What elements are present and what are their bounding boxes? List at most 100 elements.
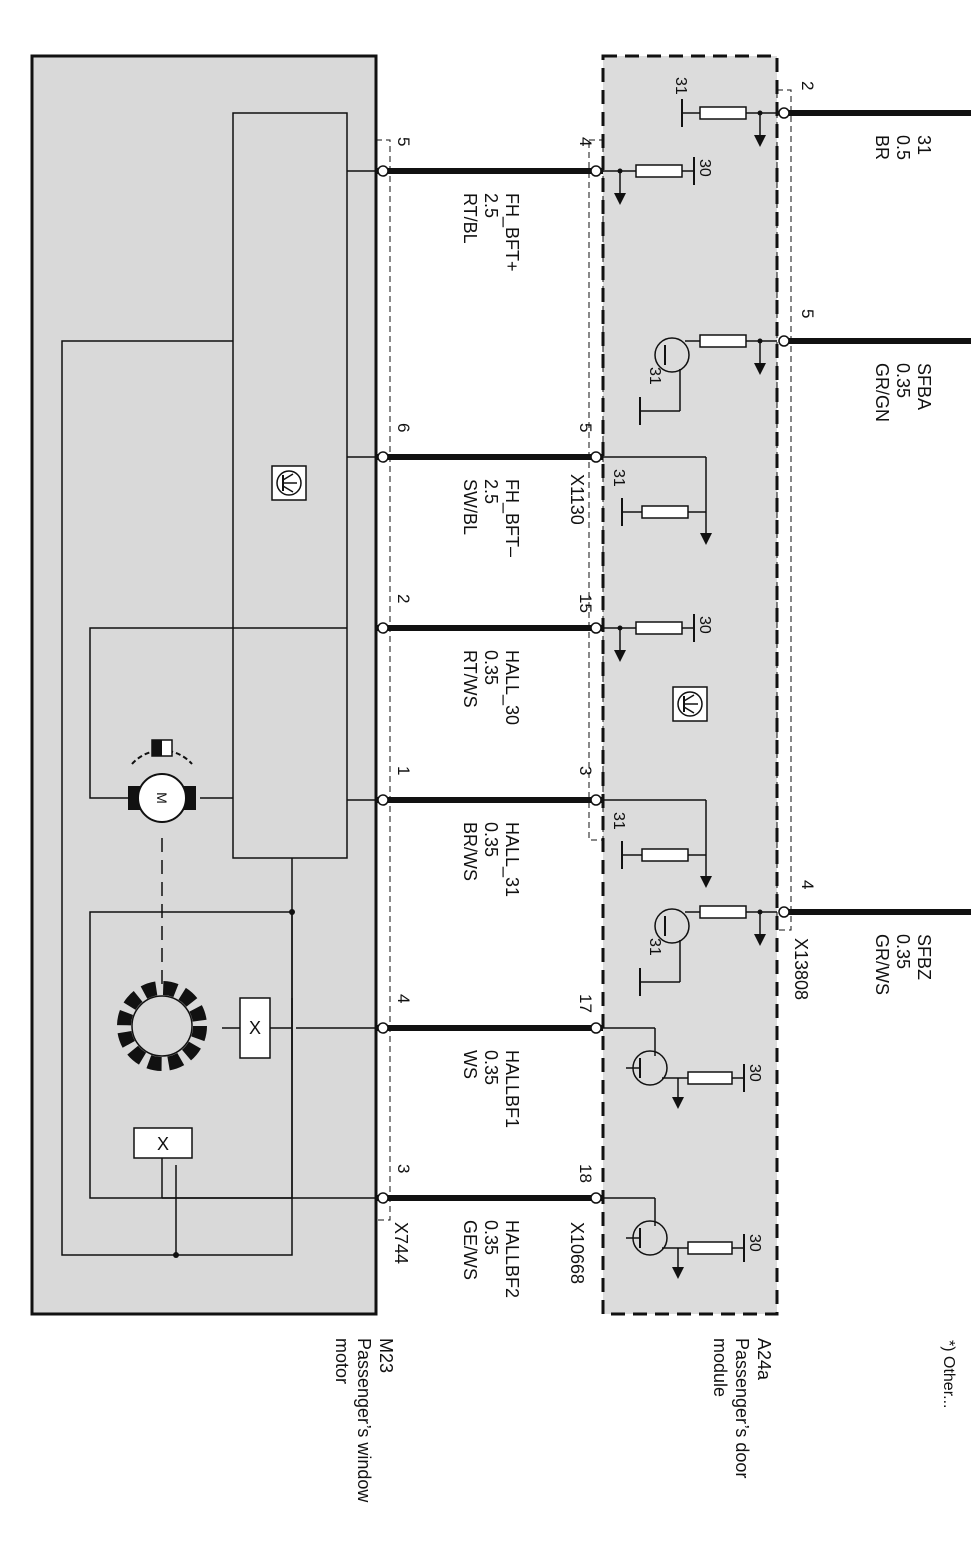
terminal-30-label: 30 — [746, 1064, 763, 1082]
motor-icon: M — [128, 739, 196, 823]
pin-motor-label: 4 — [394, 994, 413, 1003]
pin-socket-icon — [377, 451, 389, 463]
connector-x744 — [375, 139, 391, 1221]
gauge-label: 0.35 — [481, 1220, 501, 1255]
gauge-label: 0.35 — [893, 363, 913, 398]
color-code-label: SW/BL — [460, 479, 480, 535]
motor-name-line1: Passenger’s window — [354, 1338, 374, 1503]
gauge-label: 0.35 — [481, 822, 501, 857]
pin-socket-icon — [778, 335, 790, 347]
resistor-icon — [641, 848, 689, 862]
resistor-icon — [635, 621, 683, 635]
pin-socket-icon — [377, 1192, 389, 1204]
svg-text:X: X — [249, 1018, 261, 1038]
color-code-label: BR — [872, 135, 892, 160]
signal-label: SFBZ — [914, 934, 934, 980]
pin-socket-icon — [590, 622, 602, 634]
hall-sensor-icon: X X — [133, 997, 271, 1159]
signal-label: HALL_30 — [501, 650, 522, 725]
terminal-31-label: 31 — [610, 469, 627, 487]
color-code-label: RT/WS — [460, 650, 480, 708]
pin-socket-icon — [590, 165, 602, 177]
terminal-30-label: 30 — [696, 159, 713, 177]
pin-socket-icon — [590, 1022, 602, 1034]
pin-module-label: 3 — [576, 766, 595, 775]
pin-module-label: 15 — [576, 594, 595, 613]
pin-socket-icon — [590, 1192, 602, 1204]
connector-x1130 — [588, 139, 604, 841]
pin-socket-icon — [377, 622, 389, 634]
gauge-label: 0.35 — [893, 934, 913, 969]
motor-internal-wiring — [61, 170, 376, 1256]
terminal-30-label: 30 — [696, 616, 713, 634]
pin-label: 2 — [798, 81, 817, 90]
right-wires: 2310.5BR315SFBA0.35GR/GN314SFBZ0.35GR/WS… — [639, 77, 971, 996]
resistor-icon — [641, 505, 689, 519]
pin-motor-label: 2 — [394, 594, 413, 603]
pin-socket-icon — [590, 451, 602, 463]
connector-x1130-label: X1130 — [567, 474, 587, 525]
gauge-label: 2.5 — [481, 479, 501, 504]
signal-label: 31 — [914, 135, 934, 155]
color-code-label: WS — [460, 1050, 480, 1079]
signal-label: SFBA — [914, 363, 934, 410]
ecu-symbol-icon — [271, 465, 307, 501]
connector-x13808-label: X13808 — [791, 938, 811, 1000]
resistor-icon — [687, 1241, 733, 1255]
hall-ring-icon — [117, 981, 207, 1071]
gauge-label: 2.5 — [481, 193, 501, 218]
pin-module-label: 18 — [576, 1164, 595, 1183]
color-code-label: RT/BL — [460, 193, 480, 244]
pin-motor-label: 3 — [394, 1164, 413, 1173]
connector-x13808 — [776, 89, 792, 931]
door-module-label: A24a Passenger’s door module — [710, 1338, 774, 1478]
pin-socket-icon — [377, 165, 389, 177]
connector-x744-label: X744 — [391, 1222, 411, 1264]
svg-text:M: M — [154, 792, 170, 804]
motor-name-line2: motor — [332, 1338, 352, 1384]
module-name-line1: Passenger’s door — [732, 1338, 752, 1478]
pin-label: 4 — [798, 880, 817, 889]
terminal-31-label: 31 — [646, 367, 663, 385]
module-name-line2: module — [710, 1338, 730, 1397]
color-code-label: GR/WS — [872, 934, 892, 995]
transistor-icon — [654, 908, 690, 944]
pin-socket-icon — [778, 906, 790, 918]
resistor-icon — [699, 106, 747, 120]
transistor-icon — [654, 337, 690, 373]
resistor-icon — [699, 905, 747, 919]
gauge-label: 0.35 — [481, 650, 501, 685]
pin-motor-label: 5 — [394, 137, 413, 146]
signal-label: HALLBF2 — [502, 1220, 522, 1298]
module-ref: A24a — [754, 1338, 774, 1381]
connector-x10668-label: X10668 — [567, 1222, 587, 1284]
gauge-label: 0.5 — [893, 135, 913, 160]
corner-note: *) Other... — [940, 1340, 957, 1408]
resistor-icon — [687, 1071, 733, 1085]
terminal-31-label: 31 — [672, 77, 689, 95]
motor-ref: M23 — [376, 1338, 396, 1373]
pin-socket-icon — [377, 1022, 389, 1034]
pin-label: 5 — [798, 309, 817, 318]
pin-module-label: 17 — [576, 994, 595, 1013]
door-module-housing — [601, 54, 779, 1316]
pin-module-label: 4 — [576, 137, 595, 146]
terminal-31-label: 31 — [646, 938, 663, 956]
pin-socket-icon — [778, 107, 790, 119]
terminal-31-label: 31 — [610, 812, 627, 830]
pin-socket-icon — [377, 794, 389, 806]
pin-module-label: 5 — [576, 423, 595, 432]
pin-motor-label: 6 — [394, 423, 413, 432]
color-code-label: BR/WS — [460, 822, 480, 881]
